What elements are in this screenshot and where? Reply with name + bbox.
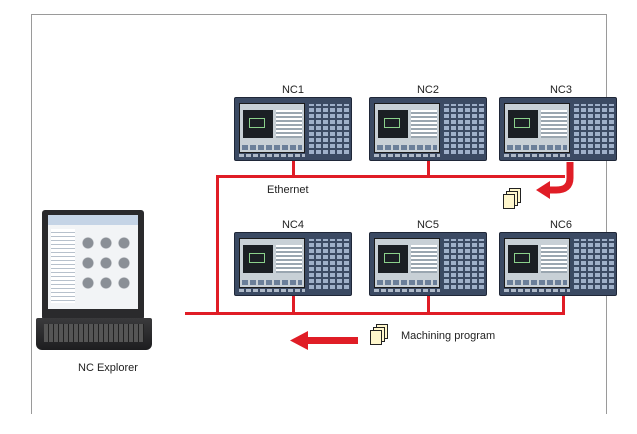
curved-arrow-icon: [536, 162, 574, 199]
nc4-panel-icon: [234, 232, 352, 296]
drop-nc1-wire: [292, 160, 295, 177]
upper-bus-wire: [216, 175, 565, 178]
nc6-panel-icon: [499, 232, 617, 296]
nc3-label: NC3: [549, 84, 572, 96]
nc1-panel-icon: [234, 97, 352, 161]
nc3-panel-icon: [499, 97, 617, 161]
nc4-label: NC4: [281, 219, 304, 231]
drop-nc5-wire: [427, 296, 430, 314]
drop-nc4-wire: [292, 296, 295, 314]
drop-nc6-wire: [562, 296, 565, 314]
vertical-trunk-wire: [216, 175, 219, 315]
ethernet-label: Ethernet: [267, 184, 309, 196]
laptop-icon: [36, 210, 156, 355]
machining-program-label: Machining program: [401, 330, 496, 342]
drop-nc2-wire: [427, 160, 430, 177]
nc5-label: NC5: [416, 219, 439, 231]
nc2-panel-icon: [369, 97, 487, 161]
nc1-label: NC1: [281, 84, 304, 96]
diagram-frame: [31, 14, 607, 414]
nc5-panel-icon: [369, 232, 487, 296]
lower-bus-wire: [185, 312, 565, 315]
left-arrow-icon: [290, 331, 358, 350]
document-stack-icon: [503, 188, 521, 210]
program-document-icon: [370, 324, 388, 346]
nc6-label: NC6: [549, 219, 572, 231]
nc2-label: NC2: [416, 84, 439, 96]
nc-explorer-label: NC Explorer: [78, 362, 138, 374]
